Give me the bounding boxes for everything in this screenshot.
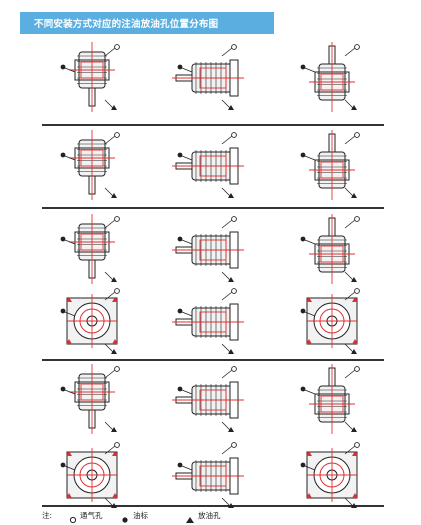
reducer-sketch bbox=[170, 440, 248, 512]
reducer-sketch bbox=[170, 214, 248, 286]
reducer-sketch bbox=[170, 42, 248, 114]
reducer-sketch bbox=[293, 364, 371, 436]
legend-prefix: 注: bbox=[42, 511, 53, 520]
reducer-sketch bbox=[53, 42, 131, 114]
drain-hole-icon bbox=[186, 517, 194, 523]
reducer-sketch bbox=[293, 440, 371, 512]
row-divider bbox=[42, 359, 384, 361]
legend: 注: 通气孔 油标 放油孔 bbox=[0, 506, 421, 525]
oil-gauge-icon bbox=[122, 517, 128, 523]
legend-drain-label: 放油孔 bbox=[198, 511, 221, 520]
reducer-sketch bbox=[293, 214, 371, 286]
reducer-sketch bbox=[170, 286, 248, 358]
legend-gauge-label: 油标 bbox=[133, 511, 148, 520]
row-divider bbox=[42, 505, 384, 507]
reducer-sketch bbox=[170, 364, 248, 436]
reducer-sketch bbox=[53, 440, 131, 512]
reducer-sketch bbox=[53, 364, 131, 436]
page-title: 不同安装方式对应的注油放油孔位置分布图 bbox=[34, 19, 219, 30]
row-divider bbox=[42, 124, 384, 126]
legend-vent-label: 通气孔 bbox=[80, 511, 103, 520]
reducer-sketch bbox=[53, 286, 131, 358]
reducer-sketch bbox=[293, 130, 371, 202]
title-banner: 不同安装方式对应的注油放油孔位置分布图 bbox=[20, 12, 274, 34]
reducer-sketch bbox=[53, 214, 131, 286]
reducer-sketch bbox=[170, 130, 248, 202]
vent-hole-icon bbox=[69, 516, 77, 524]
row-divider bbox=[42, 207, 384, 209]
reducer-sketch bbox=[53, 130, 131, 202]
reducer-sketch bbox=[293, 42, 371, 114]
reducer-sketch bbox=[293, 286, 371, 358]
